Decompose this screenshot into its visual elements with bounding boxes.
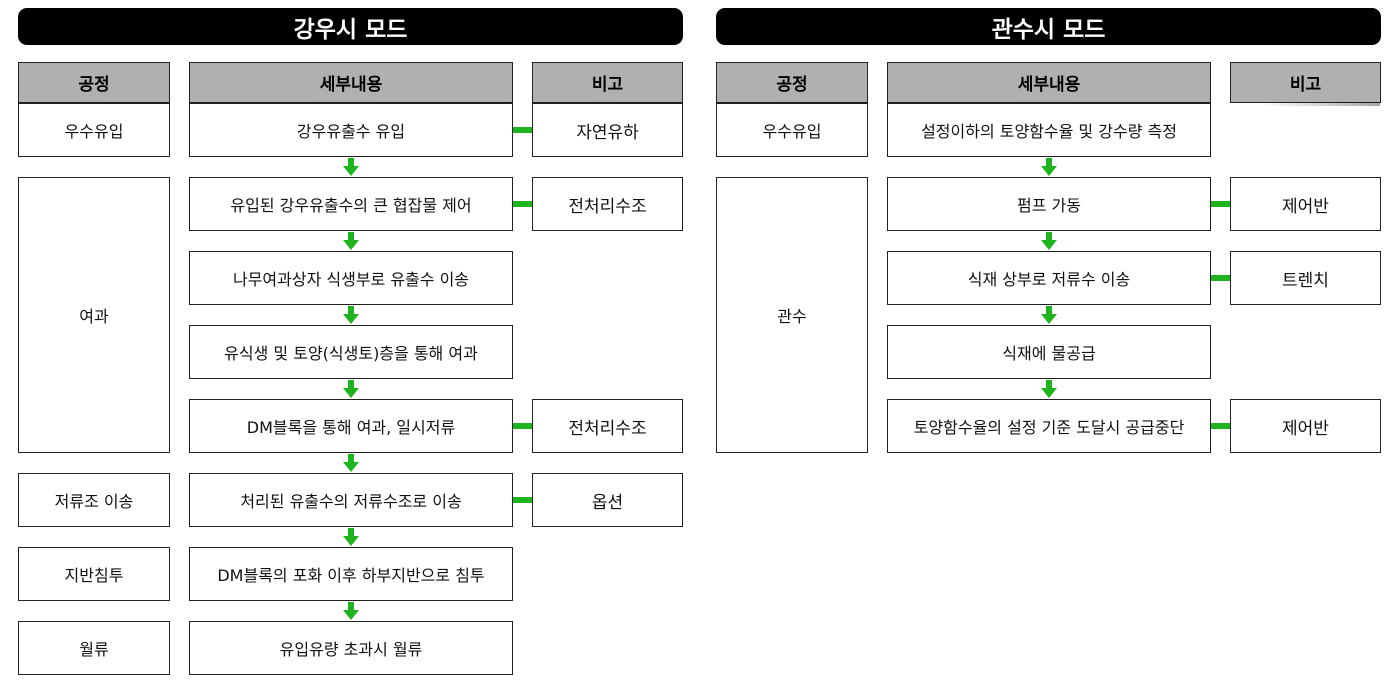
note-box: 전처리수조 [532,399,683,453]
down-arrow-icon [343,454,359,472]
note-box: 트렌치 [1230,251,1381,305]
down-arrow-icon [1041,158,1057,176]
process-box: 여과 [18,177,170,453]
down-arrow-icon [343,602,359,620]
step-box: 유식생 및 토양(식생토)층을 통해 여과 [189,325,513,379]
down-arrow-icon [343,306,359,324]
step-box: 토양함수율의 설정 기준 도달시 공급중단 [887,399,1211,453]
step-box: 유입된 강우유출수의 큰 협잡물 제어 [189,177,513,231]
step-box: 강우유출수 유입 [189,103,513,157]
column-header: 공정 [716,62,868,106]
down-arrow-icon [343,158,359,176]
note-box: 자연유하 [532,103,683,157]
step-box: DM블록의 포화 이후 하부지반으로 침투 [189,547,513,601]
step-box: 나무여과상자 식생부로 유출수 이송 [189,251,513,305]
connector-line [513,201,532,207]
down-arrow-icon [343,380,359,398]
step-box: 유입유량 초과시 월류 [189,621,513,675]
connector-line [1211,201,1230,207]
down-arrow-icon [343,528,359,546]
connector-line [513,497,532,503]
connector-line [1211,423,1230,429]
step-box: DM블록을 통해 여과, 일시저류 [189,399,513,453]
note-box: 제어반 [1230,177,1381,231]
down-arrow-icon [1041,380,1057,398]
step-box: 식재 상부로 저류수 이송 [887,251,1211,305]
step-box: 처리된 유출수의 저류수조로 이송 [189,473,513,527]
process-box: 지반침투 [18,547,170,601]
process-box: 월류 [18,621,170,675]
down-arrow-icon [1041,232,1057,250]
column-header: 세부내용 [189,62,513,106]
process-box: 저류조 이송 [18,473,170,527]
column-header: 공정 [18,62,170,106]
process-box: 관수 [716,177,868,453]
down-arrow-icon [343,232,359,250]
step-box: 설정이하의 토양함수율 및 강수량 측정 [887,103,1211,157]
process-box: 우수유입 [716,103,868,157]
mode-title: 강우시 모드 [18,8,683,45]
column-header: 비고 [532,62,683,106]
connector-line [513,423,532,429]
mode-title: 관수시 모드 [716,8,1381,45]
column-header: 비고 [1230,62,1381,106]
column-header: 세부내용 [887,62,1211,106]
note-box: 옵션 [532,473,683,527]
step-box: 식재에 물공급 [887,325,1211,379]
note-box: 제어반 [1230,399,1381,453]
step-box: 펌프 가동 [887,177,1211,231]
note-box: 전처리수조 [532,177,683,231]
connector-line [513,127,532,133]
down-arrow-icon [1041,306,1057,324]
process-box: 우수유입 [18,103,170,157]
connector-line [1211,275,1230,281]
